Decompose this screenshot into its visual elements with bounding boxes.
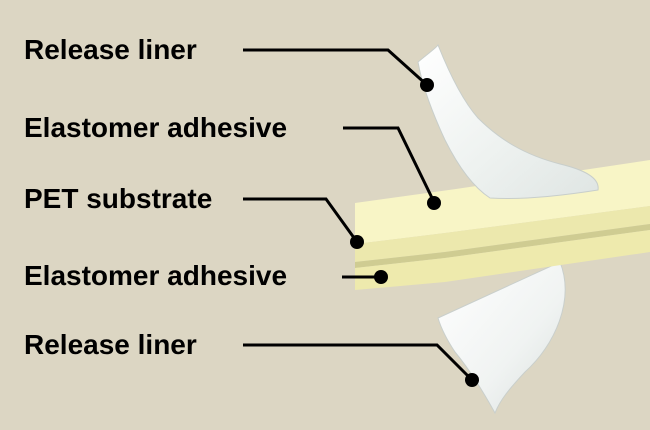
pet-substrate-front [355,224,650,268]
leader-line-3 [243,197,359,243]
label-release-liner-bottom: Release liner [24,329,197,360]
leader-lines [243,48,474,382]
label-pet-substrate: PET substrate [24,183,213,214]
label-elastomer-adhesive-top: Elastomer adhesive [24,112,288,143]
leader-dot-1 [420,78,434,92]
adhesive-bottom-front [355,230,650,290]
leader-dot-4 [374,270,388,284]
leader-dots [350,78,479,387]
leader-line-5 [243,343,474,382]
bottom-release-liner [437,261,566,415]
label-release-liner-top: Release liner [24,34,197,65]
leader-line-2 [343,126,436,203]
top-release-liner [417,43,599,200]
leader-dot-3 [350,235,364,249]
label-elastomer-adhesive-bottom: Elastomer adhesive [24,260,288,291]
leader-dot-5 [465,373,479,387]
leader-dot-2 [427,196,441,210]
adhesive-top-front [355,206,650,262]
leader-line-1 [243,48,429,87]
